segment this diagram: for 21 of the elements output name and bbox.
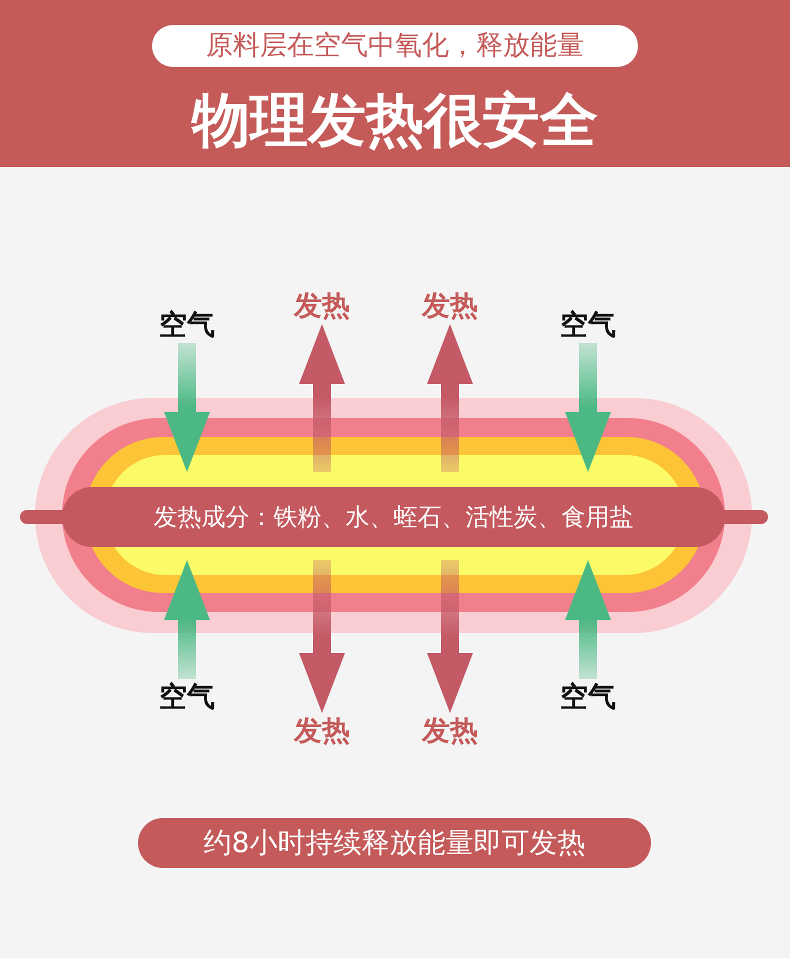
note-pill: 约8小时持续释放能量即可发热: [138, 818, 651, 868]
layered-capsule-drawing: [20, 398, 768, 633]
arrow: [565, 560, 611, 679]
air-label: 空气: [548, 679, 628, 715]
arrow: [164, 343, 210, 472]
heat-label: 发热: [282, 713, 362, 749]
heat-label: 发热: [282, 288, 362, 324]
air-label: 空气: [548, 307, 628, 343]
ingredient-band: 发热成分：铁粉、水、蛭石、活性炭、食用盐: [62, 487, 725, 547]
arrow: [427, 324, 473, 472]
air-label: 空气: [147, 307, 227, 343]
arrow: [299, 560, 345, 713]
heat-label: 发热: [410, 288, 490, 324]
air-label: 空气: [147, 679, 227, 715]
title: 物理发热很安全: [190, 86, 599, 154]
subtitle-pill: 原料层在空气中氧化，释放能量: [152, 25, 638, 67]
arrow: [299, 324, 345, 472]
heat-label: 发热: [410, 713, 490, 749]
arrow: [565, 343, 611, 472]
arrow: [164, 560, 210, 679]
arrow: [427, 560, 473, 713]
